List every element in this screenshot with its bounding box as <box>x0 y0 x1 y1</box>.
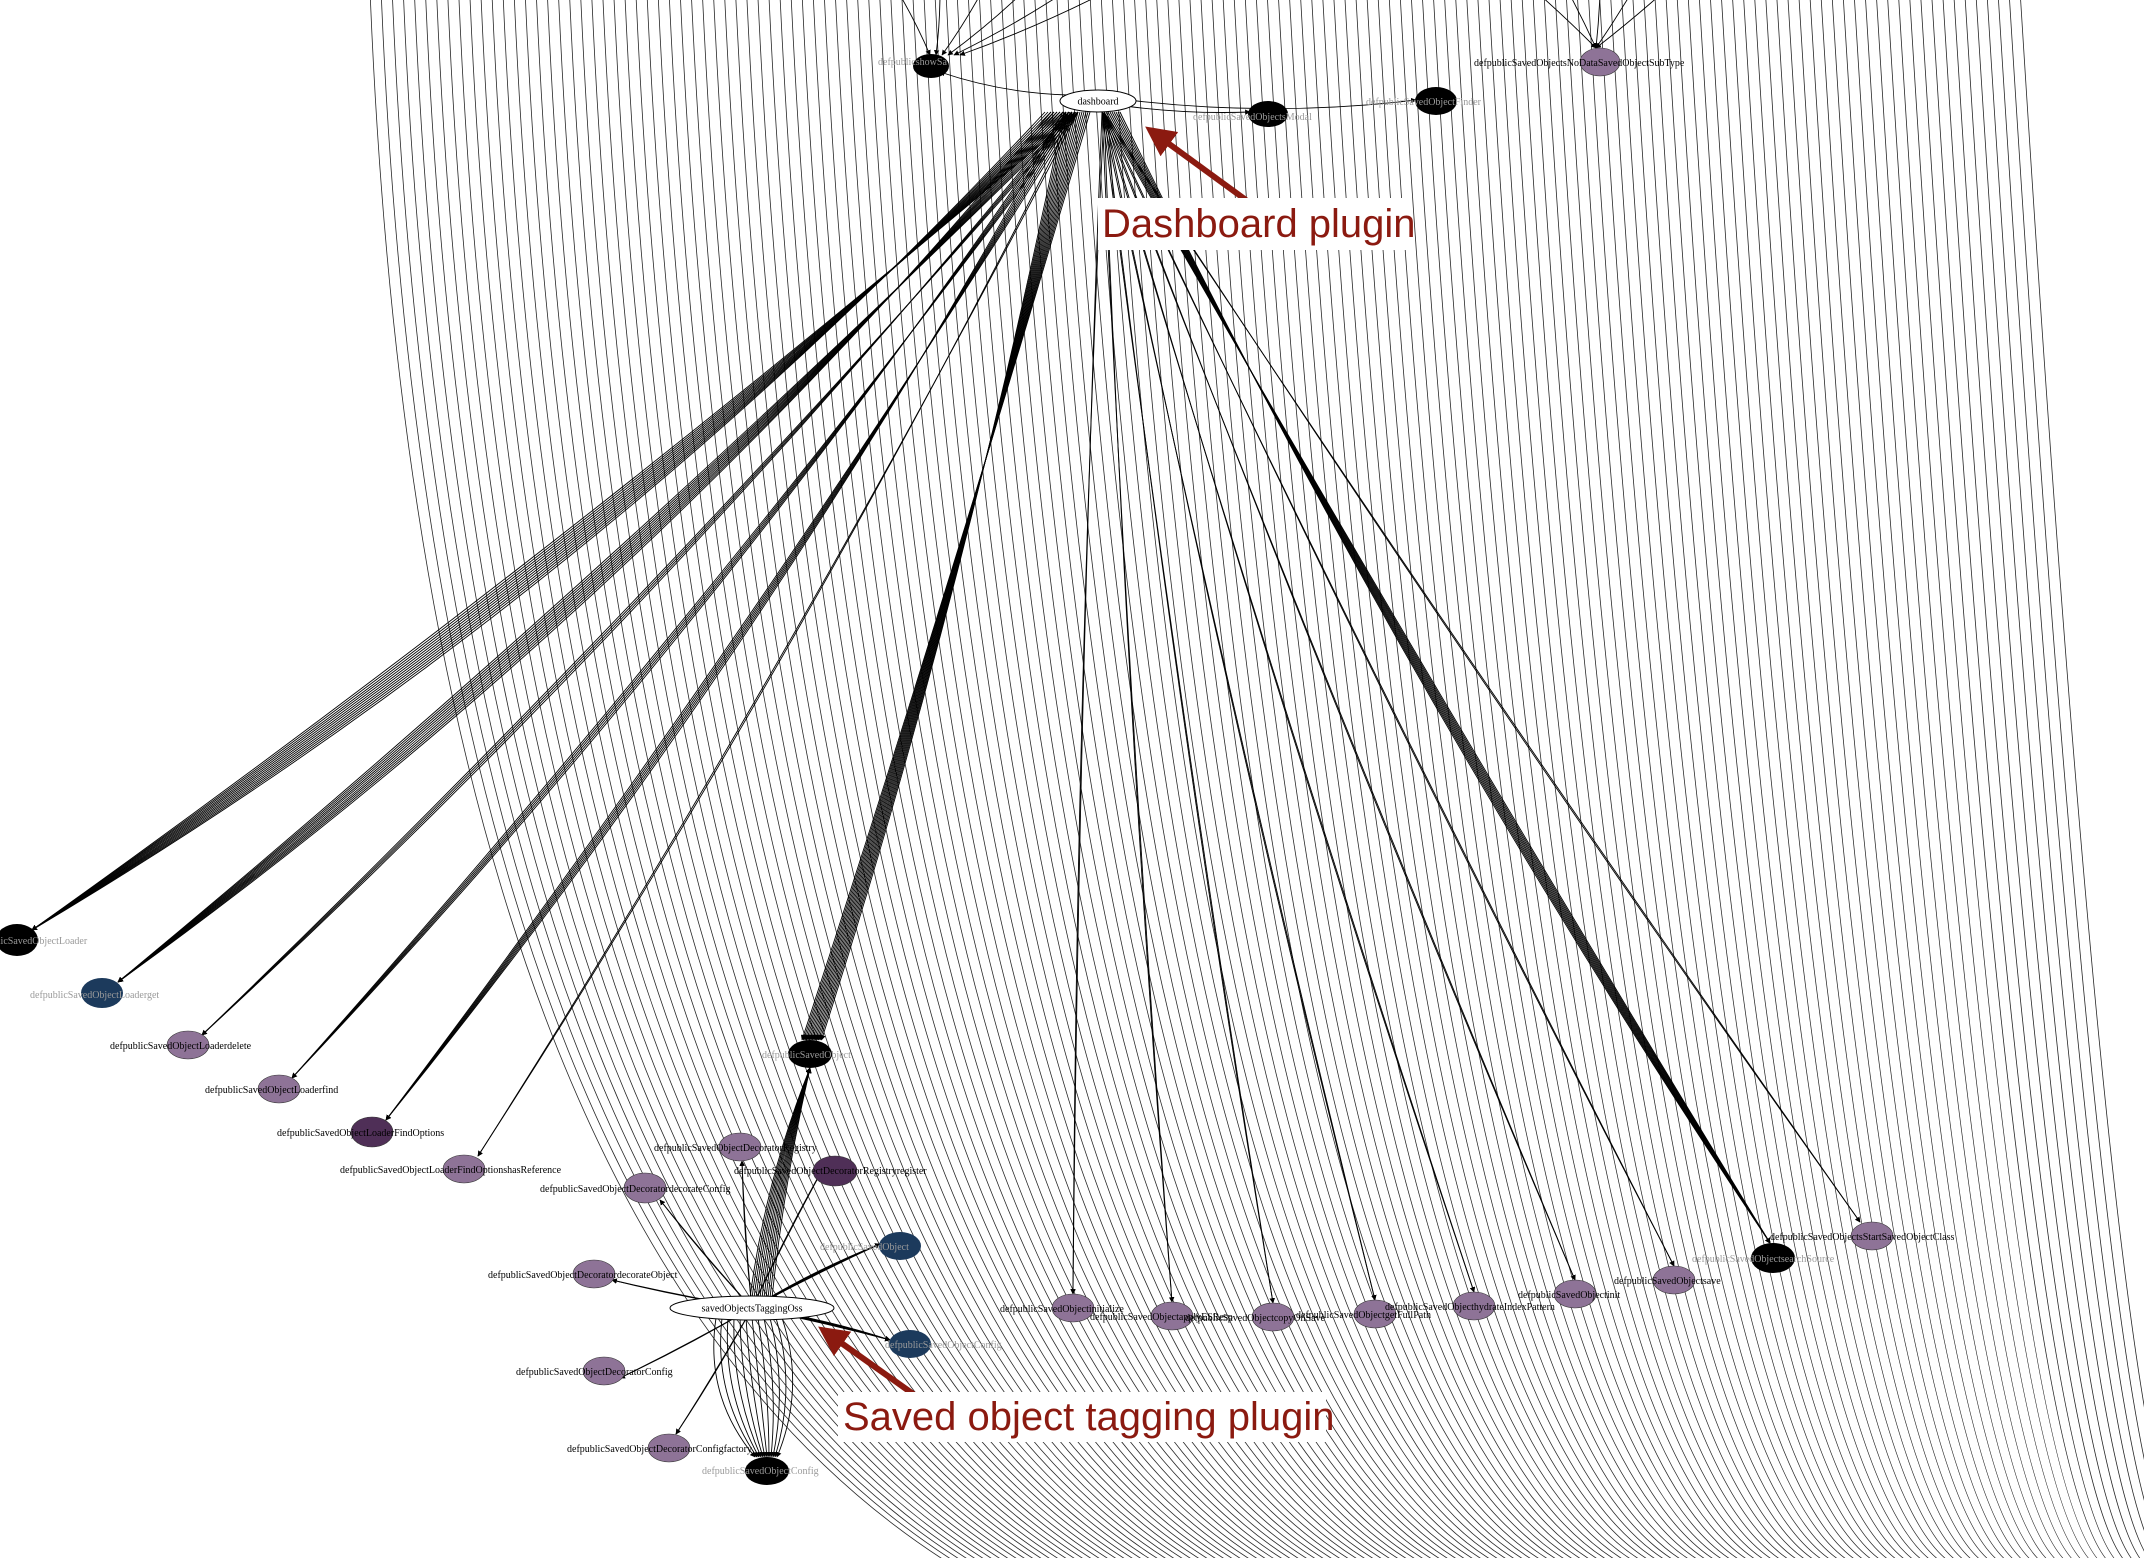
node-label: defpublicSavedObjectDecoratordecorateCon… <box>540 1184 730 1195</box>
graph-node[interactable]: defpublicshowSa <box>878 54 949 78</box>
node-label: defpublicSavedObjectDecoratorConfig <box>516 1367 673 1378</box>
node-label: defpublicSavedObjectLoaderdelete <box>110 1041 252 1052</box>
graph-node[interactable]: defpublicSavedObjectDecoratorRegistry <box>654 1132 817 1162</box>
graph-node[interactable]: defpublicSavedObjectLoaderdelete <box>110 1030 252 1060</box>
dashboard-annotation-label: Dashboard plugin <box>1102 202 1416 246</box>
node-label: defpublicSavedObjectinitialize <box>1000 1304 1124 1315</box>
graph-node[interactable]: defpublicSavedObjectLoader <box>0 924 88 956</box>
node-label: defpublicSavedObjectapplyESResp <box>1090 1312 1233 1323</box>
node-label: defpublicSavedObjectConfig <box>885 1340 1002 1351</box>
graph-node[interactable]: defpublicSavedObjectsearchSource <box>1692 1243 1835 1273</box>
graph-node[interactable]: defpublicSavedObjectinitialize <box>1000 1293 1124 1323</box>
node-label: defpublicSavedObjectcopyOnSave <box>1185 1313 1326 1324</box>
node-label: defpublicSavedObjectsave <box>1614 1276 1721 1287</box>
node-label: defpublicSavedObjectConfig <box>702 1466 819 1477</box>
node-label: defpublicSavedObjectLoaderFindOptionshas… <box>340 1165 562 1176</box>
graph-node[interactable]: defpublicSavedObjectDecoratordecorateObj… <box>488 1259 678 1289</box>
node-label: defpublicSavedObjectDecoratorRegistryreg… <box>734 1166 927 1177</box>
plugin-label-dashboard: dashboard <box>1077 97 1118 108</box>
graph-node[interactable]: defpublicSavedObjectinit <box>1518 1279 1620 1309</box>
node-label: defpublicSavedObjectLoader <box>0 936 88 947</box>
node-label: defpublicSavedObjectLoaderget <box>30 990 159 1001</box>
node-label: defpublicSavedObject <box>762 1050 851 1061</box>
graph-node[interactable]: defpublicSavedObjectDecoratordecorateCon… <box>540 1172 730 1204</box>
graph-node[interactable]: defpublicSavedObject <box>762 1040 851 1068</box>
graph-node[interactable]: defpublicSavedObjectConfig <box>702 1457 819 1485</box>
dashboard-annotation: Dashboard plugin <box>1098 126 1416 250</box>
graph-node[interactable]: defpublicSavedObjectFinder <box>1366 87 1482 115</box>
node-label: defpublicSavedObjectsNoDataSavedObjectSu… <box>1474 58 1685 69</box>
graph-node[interactable]: defpublicSavedObjectLoaderFindOptionshas… <box>340 1154 562 1184</box>
plugin-label-tagging: savedObjectsTaggingOss <box>702 1304 803 1315</box>
node-label: defpublicSavedObjectFinder <box>1366 97 1482 108</box>
node-label: defpublicSavedObjectsearchSource <box>1692 1254 1835 1265</box>
node-label: defpublicSavedObjectDecoratordecorateObj… <box>488 1270 678 1281</box>
graph-node[interactable]: defpublicSavedObjectsave <box>1614 1265 1721 1295</box>
node-label: defpublicSavedObjectgetFullPath <box>1296 1310 1431 1321</box>
graph-node[interactable]: defpublicSavedObjectDecoratorConfigfacto… <box>567 1433 752 1463</box>
graph-node[interactable]: defpublicSavedObjectLoaderget <box>30 978 159 1008</box>
node-label: defpublicSavedObjectsModal <box>1193 112 1312 123</box>
graph-node[interactable]: defpublicSavedObjectDecoratorRegistryreg… <box>734 1155 927 1187</box>
graph-node[interactable]: defpublicSavedObjectsNoDataSavedObjectSu… <box>1474 47 1685 77</box>
tagging-annotation: Saved object tagging plugin <box>818 1326 1334 1442</box>
graph-node[interactable]: defpublicSavedObjectsStartSavedObjectCla… <box>1770 1221 1955 1251</box>
node-label: defpublicSavedObjectLoaderfind <box>205 1085 338 1096</box>
node-label: defpublicshowSa <box>878 57 947 68</box>
plugin-node-dashboard[interactable]: dashboard <box>1059 89 1137 113</box>
node-label: defpublicSavedObjecthydrateIndexPattern <box>1385 1302 1555 1313</box>
background-edge-bundle <box>370 0 2144 1558</box>
graph-node[interactable]: defpublicSavedObjecthydrateIndexPattern <box>1385 1291 1555 1321</box>
graph-node[interactable]: defpublicSavedObjectcopyOnSave <box>1185 1302 1326 1332</box>
node-label: defpublicSavedObject <box>820 1242 909 1253</box>
graph-node[interactable]: defpublicSavedObjectLoaderfind <box>205 1074 338 1104</box>
graph-node[interactable]: defpublicSavedObjectgetFullPath <box>1296 1299 1431 1329</box>
graph-node[interactable]: defpublicSavedObjectapplyESResp <box>1090 1301 1233 1331</box>
node-label: defpublicSavedObjectinit <box>1518 1290 1620 1301</box>
plugin-node-tagging[interactable]: savedObjectsTaggingOss <box>669 1295 835 1321</box>
node-label: defpublicSavedObjectsStartSavedObjectCla… <box>1770 1232 1955 1243</box>
node-label: defpublicSavedObjectDecoratorRegistry <box>654 1143 817 1154</box>
graph-node[interactable]: defpublicSavedObjectConfig <box>885 1330 1002 1358</box>
node-label: defpublicSavedObjectDecoratorConfigfacto… <box>567 1444 752 1455</box>
graph-node[interactable]: defpublicSavedObjectsModal <box>1193 101 1312 127</box>
node-label: defpublicSavedObjectLoaderFindOptions <box>277 1128 444 1139</box>
tagging-annotation-label: Saved object tagging plugin <box>843 1395 1334 1439</box>
edge-layer <box>31 0 1861 1458</box>
graph-node[interactable]: defpublicSavedObjectDecoratorConfig <box>516 1356 673 1386</box>
graph-node[interactable]: defpublicSavedObjectLoaderFindOptions <box>277 1116 444 1148</box>
graph-node[interactable]: defpublicSavedObject <box>820 1232 921 1260</box>
